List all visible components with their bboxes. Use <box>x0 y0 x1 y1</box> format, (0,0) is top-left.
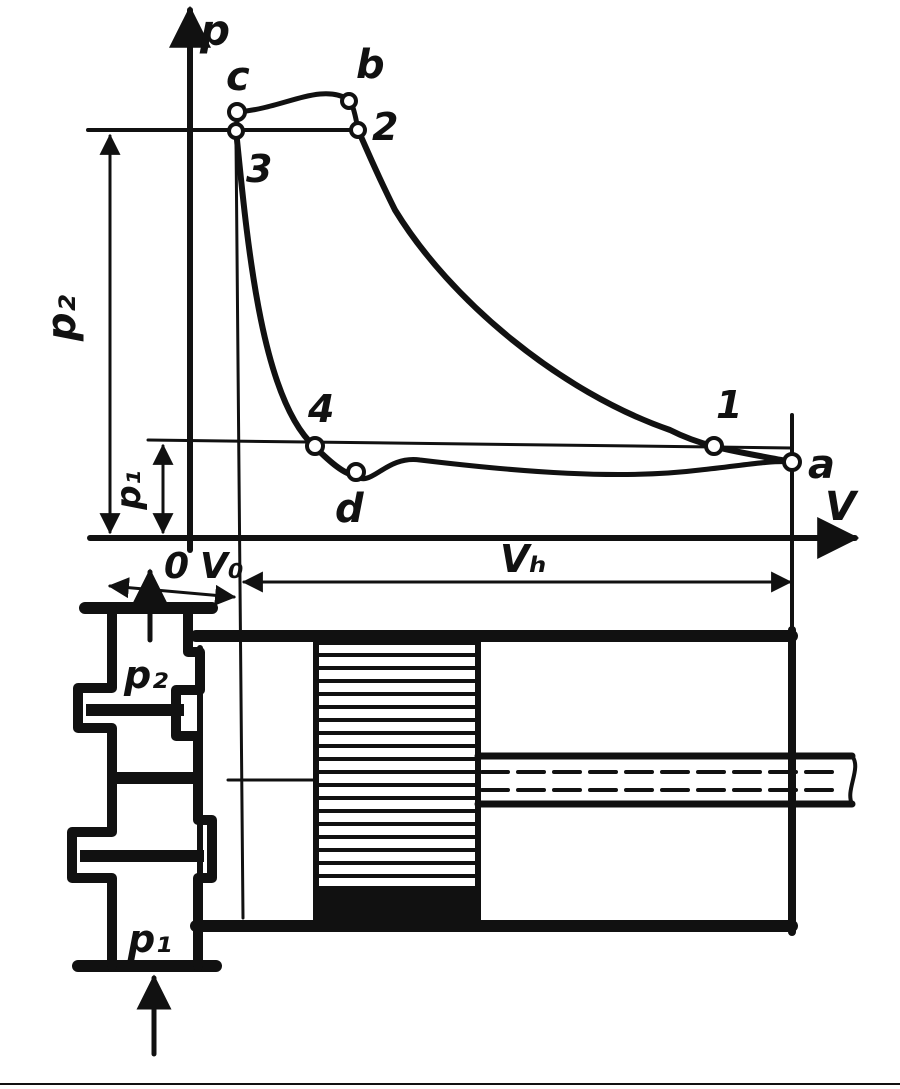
discharge-curve <box>233 91 361 133</box>
upper-pressure-label: p₂ <box>123 653 168 697</box>
label-c: c <box>226 54 250 100</box>
vh-label: Vₕ <box>500 537 547 581</box>
label-b: b <box>356 42 385 88</box>
label-1: 1 <box>716 383 742 427</box>
p2-side-label: p₂ <box>39 294 85 342</box>
p1-level-line <box>146 438 794 450</box>
p1-side-label: p₁ <box>109 470 149 510</box>
valve-housing <box>67 602 222 972</box>
point-4 <box>305 436 325 456</box>
point-c <box>227 102 247 122</box>
v0-extension-line <box>234 138 245 920</box>
point-b <box>340 92 358 110</box>
piston-rod <box>474 752 858 808</box>
origin-label: 0 <box>164 546 189 587</box>
label-a: a <box>808 442 835 488</box>
point-2 <box>349 121 367 139</box>
lower-pressure-label: p₁ <box>127 917 172 961</box>
label-3: 3 <box>246 147 272 191</box>
cylinder <box>190 626 798 936</box>
expansion-curve <box>233 127 358 478</box>
piston <box>313 639 481 923</box>
v-axis-label: V <box>825 484 859 530</box>
point-d <box>346 462 366 482</box>
point-1 <box>704 436 724 456</box>
label-d: d <box>335 486 364 532</box>
label-4: 4 <box>307 387 334 431</box>
v0-dimension <box>107 577 237 606</box>
point-a <box>782 452 802 472</box>
label-2: 2 <box>372 105 398 149</box>
v0-label: V₀ <box>200 546 244 587</box>
point-3 <box>227 122 245 140</box>
suction-curve <box>352 457 795 482</box>
p-axis-label: p <box>199 6 230 55</box>
piston-hatching <box>316 653 478 918</box>
